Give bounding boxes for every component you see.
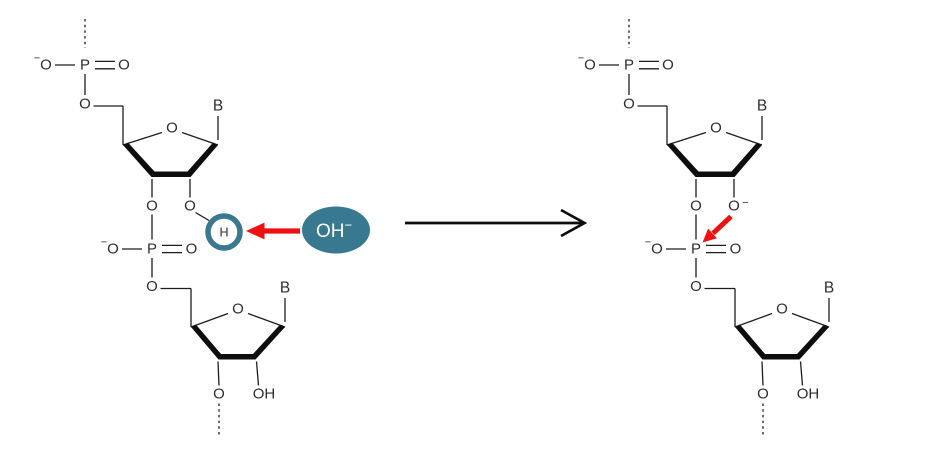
hydroxide-charge: − bbox=[344, 217, 352, 232]
bond-o2-hydrogen bbox=[195, 211, 210, 222]
hydroxide-label: OH− bbox=[316, 217, 352, 242]
deprotonation-arrow bbox=[246, 222, 300, 240]
product-annotations: − bbox=[702, 197, 749, 243]
reaction-arrow bbox=[405, 208, 588, 238]
reaction-arrow-head bbox=[560, 208, 588, 238]
hydroxide-ellipse bbox=[302, 206, 370, 254]
reactant-dinucleotide bbox=[33, 18, 291, 438]
alkoxide-negative-charge: − bbox=[742, 197, 748, 209]
two-prime-proton: H bbox=[219, 226, 228, 240]
attack-arrow-head bbox=[702, 228, 717, 243]
hydroxide-ion: OH− bbox=[302, 206, 370, 254]
hydroxide-formula: OH bbox=[316, 221, 345, 242]
deprotonation-arrow-head bbox=[246, 222, 265, 240]
product-dinucleotide bbox=[577, 18, 835, 438]
nucleophilic-attack-arrow bbox=[702, 214, 733, 243]
reactant-annotations: H OH− bbox=[195, 206, 370, 254]
labile-proton-highlight-circle bbox=[205, 213, 243, 251]
attack-arrow-shaft bbox=[711, 214, 733, 236]
